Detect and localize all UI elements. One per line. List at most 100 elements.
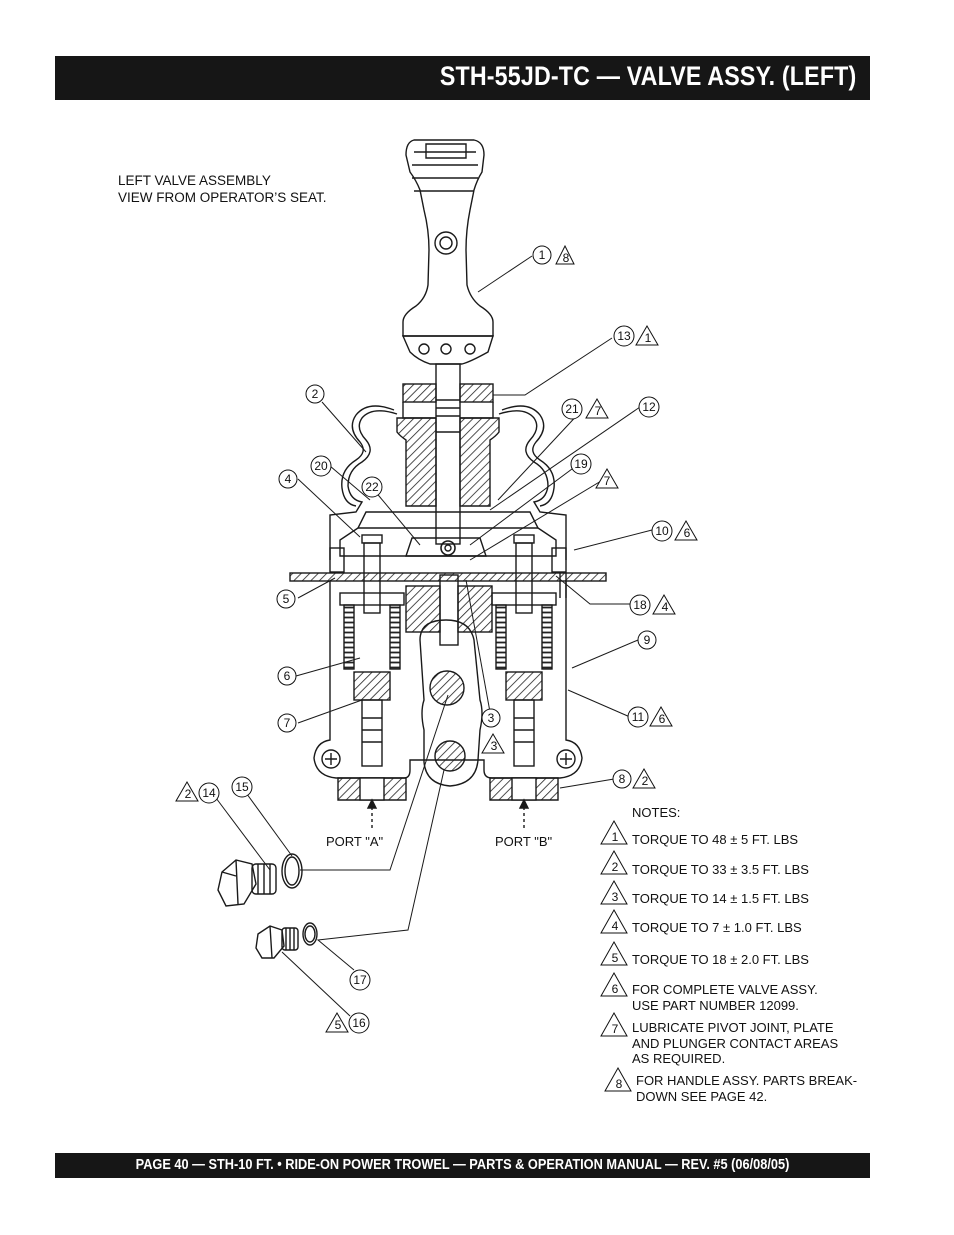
note-flag-3: 3	[600, 879, 628, 905]
callout-2: 2	[305, 384, 325, 404]
upper-boss	[396, 383, 500, 507]
svg-text:2: 2	[185, 787, 192, 801]
caption-line-1: LEFT VALVE ASSEMBLY	[118, 173, 271, 188]
callout-9: 9	[637, 630, 657, 650]
svg-text:5: 5	[335, 1018, 342, 1032]
note-5-text: TORQUE TO 18 ± 2.0 FT. LBS	[632, 952, 809, 967]
callout-flag-21: 7	[585, 398, 609, 419]
svg-text:3: 3	[612, 890, 619, 904]
page-title-bar: STH-55JD-TC — VALVE ASSY. (LEFT)	[55, 56, 870, 100]
note-flag-4: 4	[600, 908, 628, 934]
svg-text:6: 6	[684, 526, 691, 540]
note-1-text: TORQUE TO 48 ± 5 FT. LBS	[632, 832, 799, 847]
callout-6: 6	[277, 666, 297, 686]
callout-flag-13: 1	[635, 325, 659, 346]
callout-flag-8: 2	[632, 768, 656, 789]
note-8-line-2: DOWN SEE PAGE 42.	[636, 1088, 768, 1104]
note-8-text: FOR HANDLE ASSY. PARTS BREAK- DOWN SEE P…	[636, 1073, 857, 1104]
callout-16: 16	[348, 1012, 370, 1034]
svg-text:13: 13	[617, 329, 631, 343]
callout-flag-16: 5	[325, 1012, 349, 1033]
leader-lines	[215, 255, 653, 1017]
callout-12: 12	[638, 396, 660, 418]
svg-text:1: 1	[645, 331, 652, 345]
small-port-plug	[255, 922, 318, 959]
note-flag-7: 7	[600, 1011, 628, 1037]
svg-text:5: 5	[283, 592, 290, 606]
svg-text:11: 11	[632, 710, 645, 724]
svg-text:9: 9	[644, 633, 651, 647]
callout-8: 8	[612, 769, 632, 789]
notes-heading: NOTES:	[632, 805, 681, 820]
svg-text:6: 6	[612, 982, 619, 996]
left-plunger	[337, 534, 407, 801]
note-flag-2: 2	[600, 849, 628, 875]
svg-text:20: 20	[314, 459, 328, 473]
svg-text:2: 2	[612, 860, 619, 874]
callout-17: 17	[349, 969, 371, 991]
note-3-text: TORQUE TO 14 ± 1.5 FT. LBS	[632, 891, 809, 906]
svg-text:12: 12	[642, 400, 656, 414]
callout-18: 18	[629, 594, 651, 616]
svg-text:6: 6	[284, 669, 291, 683]
note-4-text: TORQUE TO 7 ± 1.0 FT. LBS	[632, 920, 802, 935]
callout-22: 22	[361, 476, 383, 498]
svg-text:7: 7	[612, 1022, 619, 1036]
svg-text:10: 10	[655, 524, 669, 538]
port-b-label: PORT "B"	[495, 834, 553, 849]
svg-text:8: 8	[616, 1077, 623, 1091]
handle-knob	[401, 139, 494, 365]
callout-flag-1: 8	[555, 244, 575, 265]
callout-flag-18: 4	[652, 594, 676, 615]
svg-text:22: 22	[365, 480, 379, 494]
port-a-label: PORT "A"	[326, 834, 384, 849]
diagram-caption: LEFT VALVE ASSEMBLY VIEW FROM OPERATOR’S…	[118, 172, 327, 206]
mounting-flange	[289, 547, 607, 598]
pivot-plate	[339, 511, 557, 557]
svg-text:5: 5	[612, 951, 619, 965]
svg-text:19: 19	[574, 457, 588, 471]
note-8-line-1: FOR HANDLE ASSY. PARTS BREAK-	[636, 1073, 858, 1088]
callout-7-left: 7	[277, 713, 297, 733]
note-7-line-2: AND PLUNGER CONTACT AREAS	[632, 1035, 839, 1051]
note-6-text: FOR COMPLETE VALVE ASSY. USE PART NUMBER…	[632, 982, 818, 1013]
callout-10: 10	[651, 520, 673, 542]
svg-text:16: 16	[352, 1016, 366, 1030]
svg-text:1: 1	[612, 830, 619, 844]
svg-text:3: 3	[491, 739, 498, 753]
svg-text:4: 4	[612, 919, 619, 933]
note-7-line-1: LUBRICATE PIVOT JOINT, PLATE	[632, 1020, 834, 1035]
callout-19: 19	[570, 453, 592, 475]
svg-text:8: 8	[563, 251, 570, 265]
callout-7-top: 7	[595, 468, 619, 489]
note-flag-5: 5	[600, 940, 628, 966]
svg-text:2: 2	[642, 774, 649, 788]
callout-15: 15	[231, 776, 253, 798]
note-6-line-2: USE PART NUMBER 12099.	[632, 997, 799, 1013]
right-plunger	[489, 534, 559, 801]
linkage-arm	[419, 619, 483, 787]
note-flag-6: 6	[600, 971, 628, 997]
callout-21: 21	[561, 398, 583, 420]
callout-14: 14	[198, 782, 220, 804]
callout-11: 11	[627, 706, 649, 728]
svg-text:1: 1	[539, 248, 546, 262]
caption-line-2: VIEW FROM OPERATOR’S SEAT.	[118, 190, 327, 205]
rubber-boot	[329, 410, 567, 560]
handle-shaft	[435, 363, 461, 545]
callout-1: 1	[532, 245, 552, 265]
svg-text:4: 4	[662, 600, 669, 614]
svg-text:7: 7	[595, 404, 602, 418]
note-7-line-3: AS REQUIRED.	[632, 1051, 726, 1066]
svg-text:3: 3	[488, 711, 495, 725]
callout-flag-10: 6	[674, 520, 698, 541]
note-2-text: TORQUE TO 33 ± 3.5 FT. LBS	[632, 862, 809, 877]
callout-3: 3	[481, 708, 501, 728]
callout-flag-3: 3	[481, 733, 505, 754]
note-7-text: LUBRICATE PIVOT JOINT, PLATE AND PLUNGER…	[632, 1020, 838, 1067]
callout-flag-14: 2	[175, 781, 199, 802]
svg-text:18: 18	[633, 598, 647, 612]
page-footer-bar: PAGE 40 — STH-10 FT. • RIDE-ON POWER TRO…	[55, 1153, 870, 1178]
svg-text:8: 8	[619, 772, 626, 786]
